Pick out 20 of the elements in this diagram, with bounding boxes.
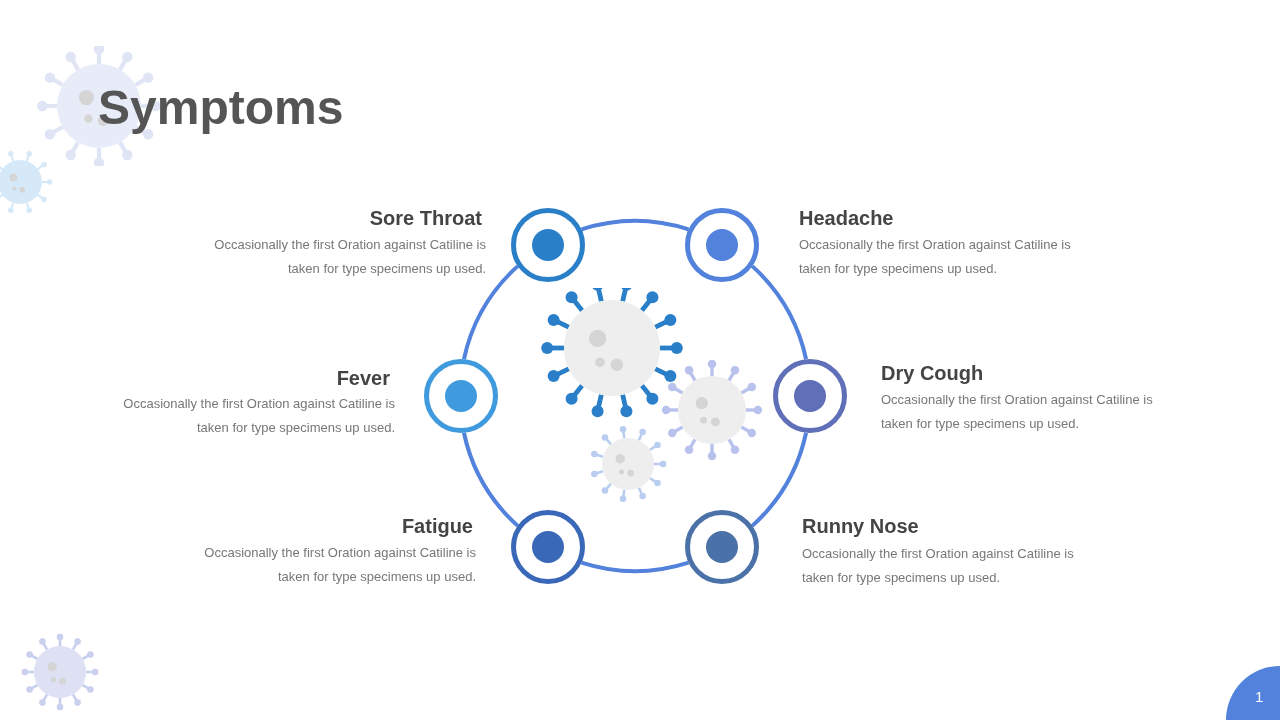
ring-arc (750, 264, 808, 360)
ring-arc (462, 432, 520, 528)
symptom-heading: Fever (336, 367, 390, 390)
symptom-heading: Dry Cough (881, 362, 984, 385)
ring-arc (750, 432, 808, 528)
ring-arc (462, 264, 520, 360)
page-number: 1 (1255, 688, 1264, 705)
symptom-heading: Fatigue (401, 515, 473, 538)
ring-arc (581, 219, 689, 232)
symptom-description: Occasionally the first Oration against Catiline is taken for type specimens up used. (122, 395, 395, 437)
symptom-description: Occasionally the first Oration against Catiline is taken for type specimens up used. (881, 391, 1154, 433)
symptom-heading: Runny Nose (802, 515, 919, 538)
symptom-heading: Headache (799, 207, 894, 230)
symptom-description: Occasionally the first Oration against Catiline is taken for type specimens up used. (203, 544, 476, 586)
slide-title: Symptoms (98, 80, 344, 135)
symptom-description: Occasionally the first Oration against Catiline is taken for type specimens up used. (802, 545, 1075, 587)
ring-arc (581, 560, 689, 573)
symptom-description: Occasionally the first Oration against Catiline is taken for type specimens up used. (213, 236, 486, 278)
symptom-heading: Sore Throat (369, 207, 482, 230)
symptom-description: Occasionally the first Oration against Catiline is taken for type specimens up used. (799, 236, 1072, 278)
